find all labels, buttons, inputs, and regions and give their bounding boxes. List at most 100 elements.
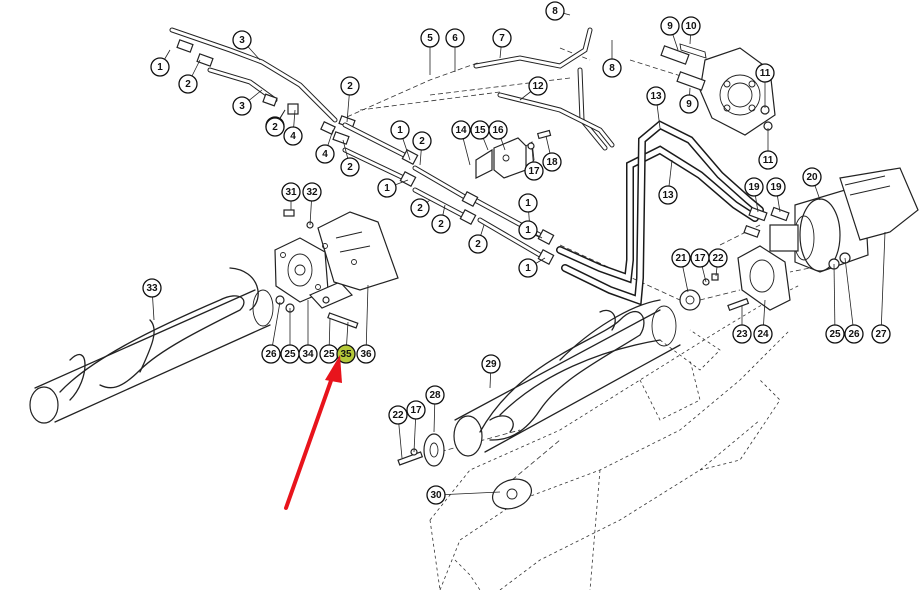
callout-circle	[412, 131, 432, 151]
callout-label: 17	[694, 253, 706, 264]
callout-circle	[802, 167, 822, 187]
callout-leader	[880, 231, 886, 335]
callout-20: 20	[802, 167, 822, 187]
callout-label: 1	[384, 183, 390, 194]
callout-4: 4	[315, 144, 335, 164]
callout-circle	[481, 354, 501, 374]
callout-circle	[671, 248, 691, 268]
callout-36: 36	[356, 344, 376, 364]
callout-label: 25	[829, 329, 841, 340]
callout-circle	[142, 278, 162, 298]
callout-label: 19	[748, 182, 760, 193]
callout-9: 9	[679, 94, 699, 114]
callout-label: 15	[474, 125, 486, 136]
callout-32: 32	[302, 182, 322, 202]
callout-1: 1	[377, 178, 397, 198]
callout-circle	[871, 324, 891, 344]
callout-label: 4	[322, 149, 328, 160]
callout-circle	[658, 185, 678, 205]
callout-2: 2	[410, 198, 430, 218]
callout-circle	[732, 324, 752, 344]
callout-circle	[518, 193, 538, 213]
callout-label: 7	[499, 33, 505, 44]
callout-label: 3	[239, 35, 245, 46]
callout-30: 30	[426, 485, 446, 505]
callout-circle	[420, 28, 440, 48]
callout-leader	[435, 491, 501, 496]
callout-11: 11	[758, 150, 778, 170]
callout-circle	[340, 76, 360, 96]
gearbox-20	[769, 167, 919, 273]
auger-tube-29	[453, 299, 681, 457]
auger-tube-33	[29, 267, 274, 424]
callout-circle	[545, 1, 565, 21]
callout-label: 2	[417, 203, 423, 214]
callout-22: 22	[708, 248, 728, 268]
callout-label: 25	[323, 349, 335, 360]
callout-label: 1	[157, 62, 163, 73]
callout-16: 16	[488, 120, 508, 140]
callout-circle	[488, 120, 508, 140]
callout-circle	[178, 74, 198, 94]
callout-leader	[365, 284, 369, 355]
callout-3: 3	[232, 30, 252, 50]
callout-10: 10	[681, 16, 701, 36]
callout-label: 2	[185, 79, 191, 90]
callout-label: 34	[302, 349, 314, 360]
callout-label: 13	[650, 91, 662, 102]
callout-circle	[524, 161, 544, 181]
callout-circle	[660, 16, 680, 36]
callout-label: 4	[290, 131, 296, 142]
callout-label: 11	[763, 155, 774, 166]
callout-circle	[232, 96, 252, 116]
callout-circle	[518, 258, 538, 278]
callout-1: 1	[390, 120, 410, 140]
callout-label: 2	[475, 239, 481, 250]
callout-circle	[755, 63, 775, 83]
callout-2: 2	[431, 214, 451, 234]
callout-circle	[758, 150, 778, 170]
callout-25: 25	[825, 324, 845, 344]
callout-circle	[356, 344, 376, 364]
callout-label: 18	[546, 157, 558, 168]
callout-label: 23	[736, 329, 748, 340]
callout-2: 2	[178, 74, 198, 94]
callout-circle	[744, 177, 764, 197]
callout-label: 5	[427, 33, 433, 44]
callout-9: 9	[660, 16, 680, 36]
callout-label: 1	[525, 198, 531, 209]
callout-leader	[844, 257, 855, 335]
callout-33: 33	[142, 278, 162, 298]
callout-24: 24	[753, 324, 773, 344]
callout-circle	[388, 405, 408, 425]
callout-1: 1	[150, 57, 170, 77]
callout-circle	[679, 94, 699, 114]
callout-label: 3	[239, 101, 245, 112]
callout-circle	[825, 324, 845, 344]
callout-label: 13	[662, 190, 674, 201]
callout-label: 14	[455, 125, 467, 136]
callout-label: 25	[284, 349, 296, 360]
callout-label: 21	[675, 253, 687, 264]
callout-13: 13	[658, 185, 678, 205]
guard-plate-36	[283, 209, 399, 291]
callout-15: 15	[470, 120, 490, 140]
callout-label: 6	[452, 33, 458, 44]
callout-circle	[232, 30, 252, 50]
valve-block	[660, 43, 776, 136]
callout-circle	[492, 28, 512, 48]
callout-label: 9	[686, 99, 692, 110]
callout-label: 22	[712, 253, 724, 264]
callout-leader-lines	[151, 10, 886, 496]
callout-circle	[336, 344, 356, 364]
callout-label: 32	[306, 187, 318, 198]
callout-28: 28	[425, 385, 445, 405]
callout-label: 2	[272, 122, 278, 133]
callout-label: 9	[667, 21, 673, 32]
callout-circle	[426, 485, 446, 505]
callout-circle	[445, 28, 465, 48]
bearing-flange-24	[679, 206, 791, 312]
callout-circle	[708, 248, 728, 268]
callout-circle	[283, 126, 303, 146]
callout-label: 16	[492, 125, 504, 136]
